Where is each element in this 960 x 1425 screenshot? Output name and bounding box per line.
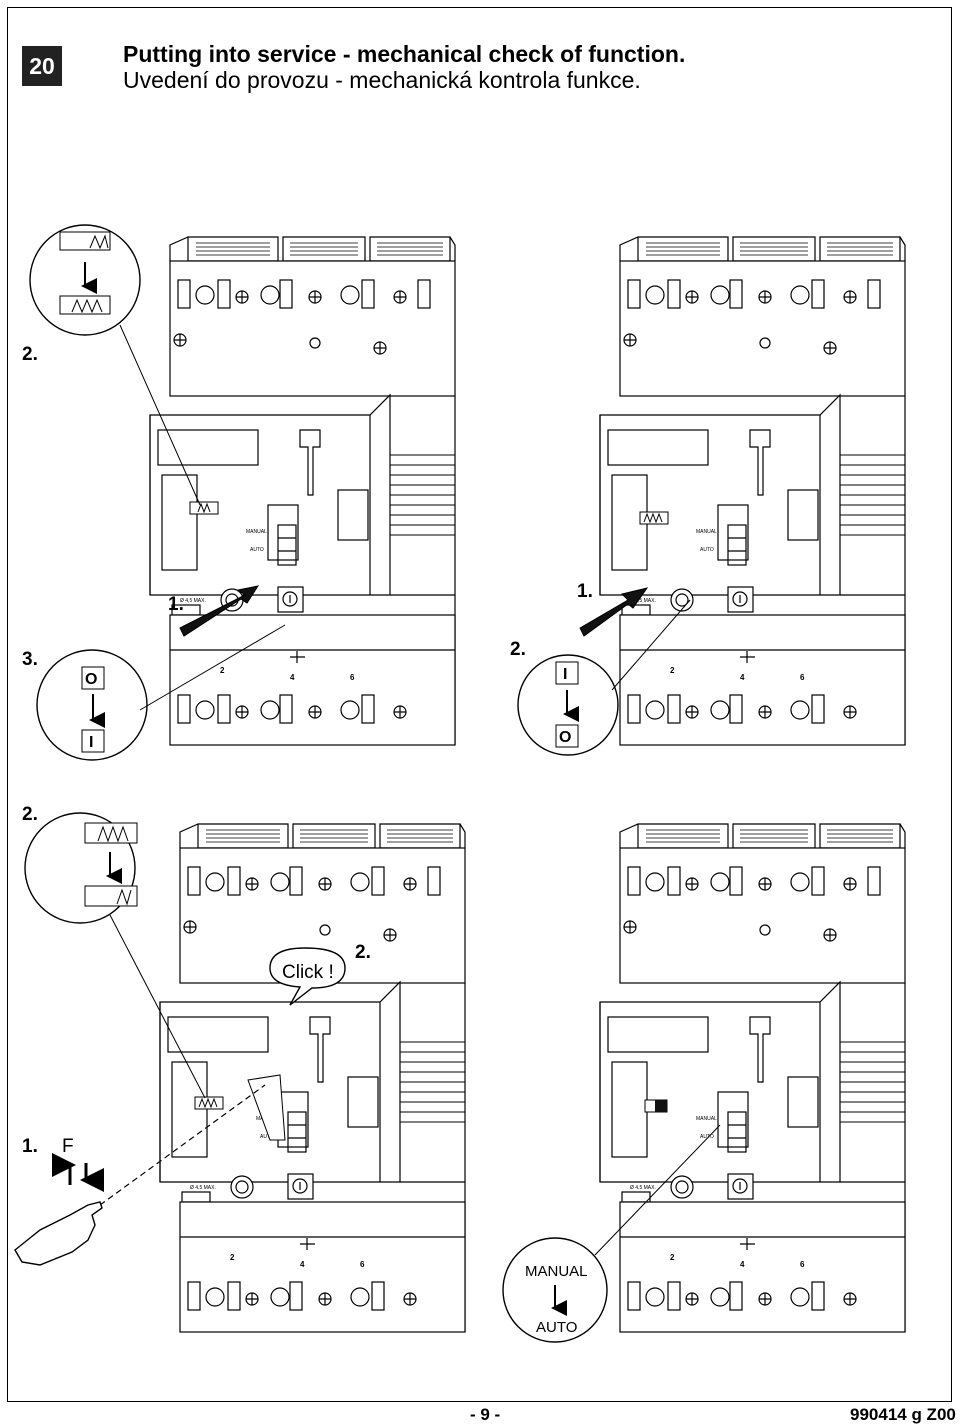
click-label: Click !	[282, 962, 334, 983]
document-code: 990414 g Z00	[850, 1405, 956, 1424]
step-number-badge: 20	[22, 46, 62, 86]
off-symbol: O	[559, 729, 571, 746]
step-label-1: 1.	[168, 594, 184, 615]
page-frame	[7, 7, 952, 1402]
title-czech: Uvedení do provozu - mechanická kontrola…	[123, 67, 641, 93]
auto-label: AUTO	[536, 1319, 577, 1336]
push-arrow	[179, 585, 260, 637]
breaker-illustration-bottom-right: MANUAL AUTO	[502, 823, 906, 1343]
hand-icon	[14, 1201, 103, 1266]
breaker-illustration-top-left: O I 2. 1. 3.	[22, 224, 456, 761]
on-symbol: I	[89, 734, 93, 751]
breaker-illustration-top-right: I O 1. 2.	[510, 236, 906, 756]
step-label-2b: 2.	[355, 942, 371, 963]
step-label-2: 2.	[22, 344, 38, 365]
off-symbol: O	[85, 671, 97, 688]
page-number: - 9 -	[470, 1405, 501, 1424]
click-speech-bubble	[269, 947, 346, 1006]
force-label: F	[62, 1136, 74, 1157]
step-label-1: 1.	[577, 581, 593, 602]
step-label-2: 2.	[22, 804, 38, 825]
step-label-2: 2.	[510, 639, 526, 660]
title-english: Putting into service - mechanical check …	[123, 41, 686, 67]
breaker-illustration-bottom-left: Click ! 2. 2. 1. F	[14, 804, 466, 1333]
push-arrow	[579, 587, 649, 637]
manual-label: MANUAL	[525, 1263, 588, 1280]
step-label-3: 3.	[22, 649, 38, 670]
step-label-1: 1.	[22, 1136, 38, 1157]
on-symbol: I	[563, 666, 567, 683]
